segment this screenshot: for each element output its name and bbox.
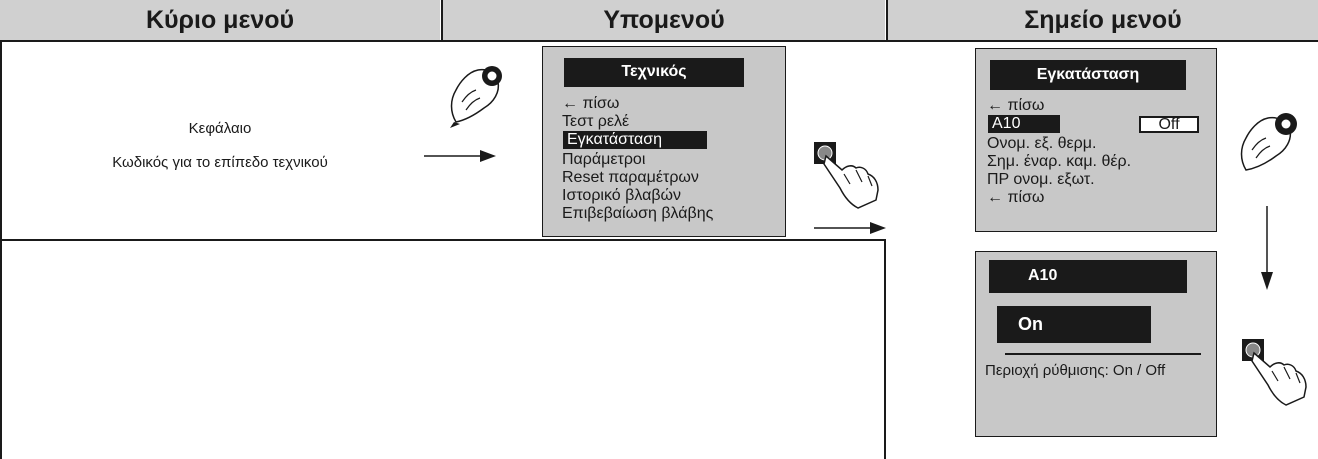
value-screen-range: Περιοχή ρύθμισης: On / Off (985, 362, 1166, 379)
submenu-item[interactable]: Παράμετροι (562, 151, 646, 168)
menu-item-screen: Εγκατάσταση ← πίσω A10 Off Ονομ. εξ. θερ… (975, 48, 1217, 232)
value-screen-divider (1005, 353, 1201, 355)
hand-turn-knob-icon (1240, 113, 1297, 171)
lower-right-border (884, 239, 886, 459)
left-border (0, 42, 2, 459)
submenu-item-selected[interactable]: Εγκατάσταση (563, 131, 707, 149)
menu-item-selected-value[interactable]: Off (1139, 116, 1199, 133)
menu-item-back-top[interactable]: ← πίσω (987, 97, 1045, 114)
value-screen: A10 On Περιοχή ρύθμισης: On / Off (975, 251, 1217, 437)
row-divider (0, 239, 886, 241)
value-screen-title: A10 (989, 260, 1187, 293)
hand-turn-knob-icon (450, 66, 502, 128)
header-menu-item: Σημείο μενού (888, 0, 1318, 40)
submenu-screen: Τεχνικός ← πίσω Τεστ ρελέ Εγκατάσταση Πα… (542, 46, 786, 237)
arrow-down-icon (1261, 206, 1273, 290)
menu-item-back-bottom[interactable]: ← πίσω (987, 189, 1045, 206)
hand-press-knob-icon (814, 142, 879, 209)
value-screen-value[interactable]: On (997, 306, 1151, 343)
menu-item-option[interactable]: Σημ. έναρ. καμ. θέρ. (987, 153, 1132, 170)
arrow-right-icon (424, 150, 496, 162)
arrow-right-icon (814, 222, 886, 234)
header-main-menu: Κύριο μενού (0, 0, 440, 40)
header-bottom-border (0, 40, 1318, 42)
menu-item-screen-title: Εγκατάσταση (990, 60, 1186, 90)
column-divider-1 (441, 0, 443, 40)
submenu-item[interactable]: Επιβεβαίωση βλάβης (562, 205, 714, 222)
submenu-screen-title: Τεχνικός (564, 58, 744, 87)
submenu-item[interactable]: Reset παραμέτρων (562, 169, 699, 186)
submenu-item[interactable]: Τεστ ρελέ (562, 113, 630, 130)
header-submenu: Υπομενού (443, 0, 885, 40)
menu-item-option[interactable]: Ονομ. εξ. θερμ. (987, 135, 1097, 152)
menu-item-selected-param[interactable]: A10 (988, 115, 1060, 133)
menu-item-option[interactable]: ΠΡ ονομ. εξωτ. (987, 171, 1095, 188)
column-divider-2 (886, 0, 888, 40)
hand-press-knob-icon (1242, 339, 1307, 406)
submenu-item[interactable]: ← πίσω (562, 95, 620, 112)
submenu-item[interactable]: Ιστορικό βλαβών (562, 187, 682, 204)
technician-code-label: Κωδικός για το επίπεδο τεχνικού (112, 154, 328, 171)
chapter-label: Κεφάλαιο (188, 120, 252, 137)
